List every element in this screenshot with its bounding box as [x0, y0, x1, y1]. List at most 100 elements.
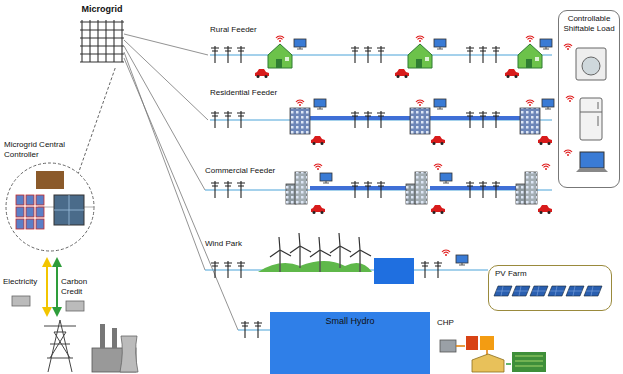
- fridge-icon: [580, 98, 602, 140]
- carbon-arrow: [56, 262, 58, 312]
- server-cell: [36, 219, 44, 229]
- wifi-icon: [314, 164, 322, 170]
- farm-building: [472, 354, 504, 372]
- monitor-icon: [320, 173, 332, 183]
- bus-bar: [310, 116, 410, 120]
- laptop-icon: [580, 152, 604, 168]
- car-icon: [505, 69, 519, 78]
- pv-panels: [494, 286, 602, 296]
- feeder-label: Commercial Feeder: [205, 166, 275, 176]
- office-icon: [286, 172, 307, 204]
- car-icon: [431, 205, 445, 214]
- bus-bar: [430, 186, 516, 190]
- wifi-icon: [442, 250, 450, 256]
- bus-bar: [430, 116, 520, 120]
- office-icon: [406, 172, 427, 204]
- screen-wall: [54, 195, 84, 225]
- monitor-icon: [434, 99, 446, 109]
- turbine-icon: [270, 237, 291, 272]
- building-icon: [410, 108, 430, 134]
- pole-row: [211, 46, 500, 63]
- chp-arrow: [506, 363, 511, 365]
- server-cell: [16, 219, 24, 229]
- wifi-icon: [526, 100, 534, 106]
- screen-lines: [54, 195, 84, 225]
- monitor-icon: [434, 39, 446, 49]
- fridge-lines: [580, 102, 602, 126]
- chimney: [100, 324, 105, 348]
- monitor-icon: [440, 173, 452, 183]
- laptop-base: [576, 168, 608, 172]
- washer-door: [582, 57, 600, 75]
- turbine-icon: [350, 237, 371, 272]
- wifi-icon: [276, 36, 284, 42]
- server-cell: [16, 195, 24, 205]
- diagram-box: Microgrid: [72, 4, 132, 68]
- car-icon: [431, 136, 445, 145]
- control-room: [36, 171, 64, 189]
- hill: [258, 261, 372, 272]
- circle-border: [6, 163, 94, 251]
- monitor-icon: [540, 39, 552, 49]
- node-text: Small Hydro: [274, 316, 426, 327]
- wifi-icon: [526, 36, 534, 42]
- turbine-icon: [290, 233, 311, 268]
- controller-circle: Microgrid Central Controller: [4, 140, 100, 254]
- pole-row: [211, 181, 500, 198]
- wifi-icon: [416, 100, 424, 106]
- wifi-icon: [296, 100, 304, 106]
- pole-row: [211, 111, 500, 128]
- wifi-icon: [542, 164, 550, 170]
- server-cell: [16, 207, 24, 217]
- diagram-box: Controllable Shiftable Load: [558, 10, 620, 188]
- server-cell: [26, 219, 34, 229]
- bus-bar: [310, 186, 410, 190]
- feeder-link: [124, 34, 238, 330]
- wifi-icon: [434, 164, 442, 170]
- server-cell: [26, 195, 34, 205]
- building-icon: [290, 108, 310, 134]
- car-icon: [395, 69, 409, 78]
- server-cell: [36, 207, 44, 217]
- node-text: PV Farm: [495, 269, 605, 279]
- wifi-icon: [416, 36, 424, 42]
- feeder-label: Wind Park: [205, 239, 242, 249]
- feeder-line: [238, 330, 270, 331]
- server-cell: [26, 207, 34, 217]
- turbine-icon: [310, 237, 331, 272]
- feeder-label: Carbon Credit: [61, 277, 99, 296]
- house-icon: [518, 44, 542, 68]
- wifi-icon: [564, 44, 572, 50]
- building-icon: [520, 108, 540, 134]
- server-cell: [36, 195, 44, 205]
- wifi-icon: [564, 150, 572, 156]
- feeder-label: CHP: [437, 318, 454, 328]
- office-icon: [516, 172, 537, 204]
- server-grid: [16, 195, 44, 229]
- feeder-label: Electricity: [3, 277, 37, 287]
- chimney: [112, 328, 117, 348]
- feeder-label: Rural Feeder: [210, 25, 257, 35]
- washer-icon: [576, 48, 606, 80]
- car-icon: [311, 136, 325, 145]
- pole-row: [241, 321, 262, 338]
- car-icon: [538, 205, 552, 214]
- turbine-icon: [330, 233, 351, 268]
- house-icon: [408, 44, 432, 68]
- house-icon: [268, 44, 292, 68]
- meter-icon: [12, 296, 30, 306]
- car-icon: [538, 136, 552, 145]
- wifi-icon: [566, 96, 574, 102]
- car-icon: [311, 205, 325, 214]
- monitor-icon: [294, 39, 306, 49]
- car-icon: [255, 69, 269, 78]
- grid-icon: [80, 20, 124, 62]
- chp-unit: [440, 340, 456, 352]
- chp-unit: [480, 336, 494, 350]
- monitor-icon: [456, 255, 468, 265]
- monitor-icon: [542, 99, 554, 109]
- field-rows: [515, 356, 543, 366]
- feeder-label: Residential Feeder: [210, 88, 277, 98]
- diagram-box: Small Hydro: [270, 312, 430, 374]
